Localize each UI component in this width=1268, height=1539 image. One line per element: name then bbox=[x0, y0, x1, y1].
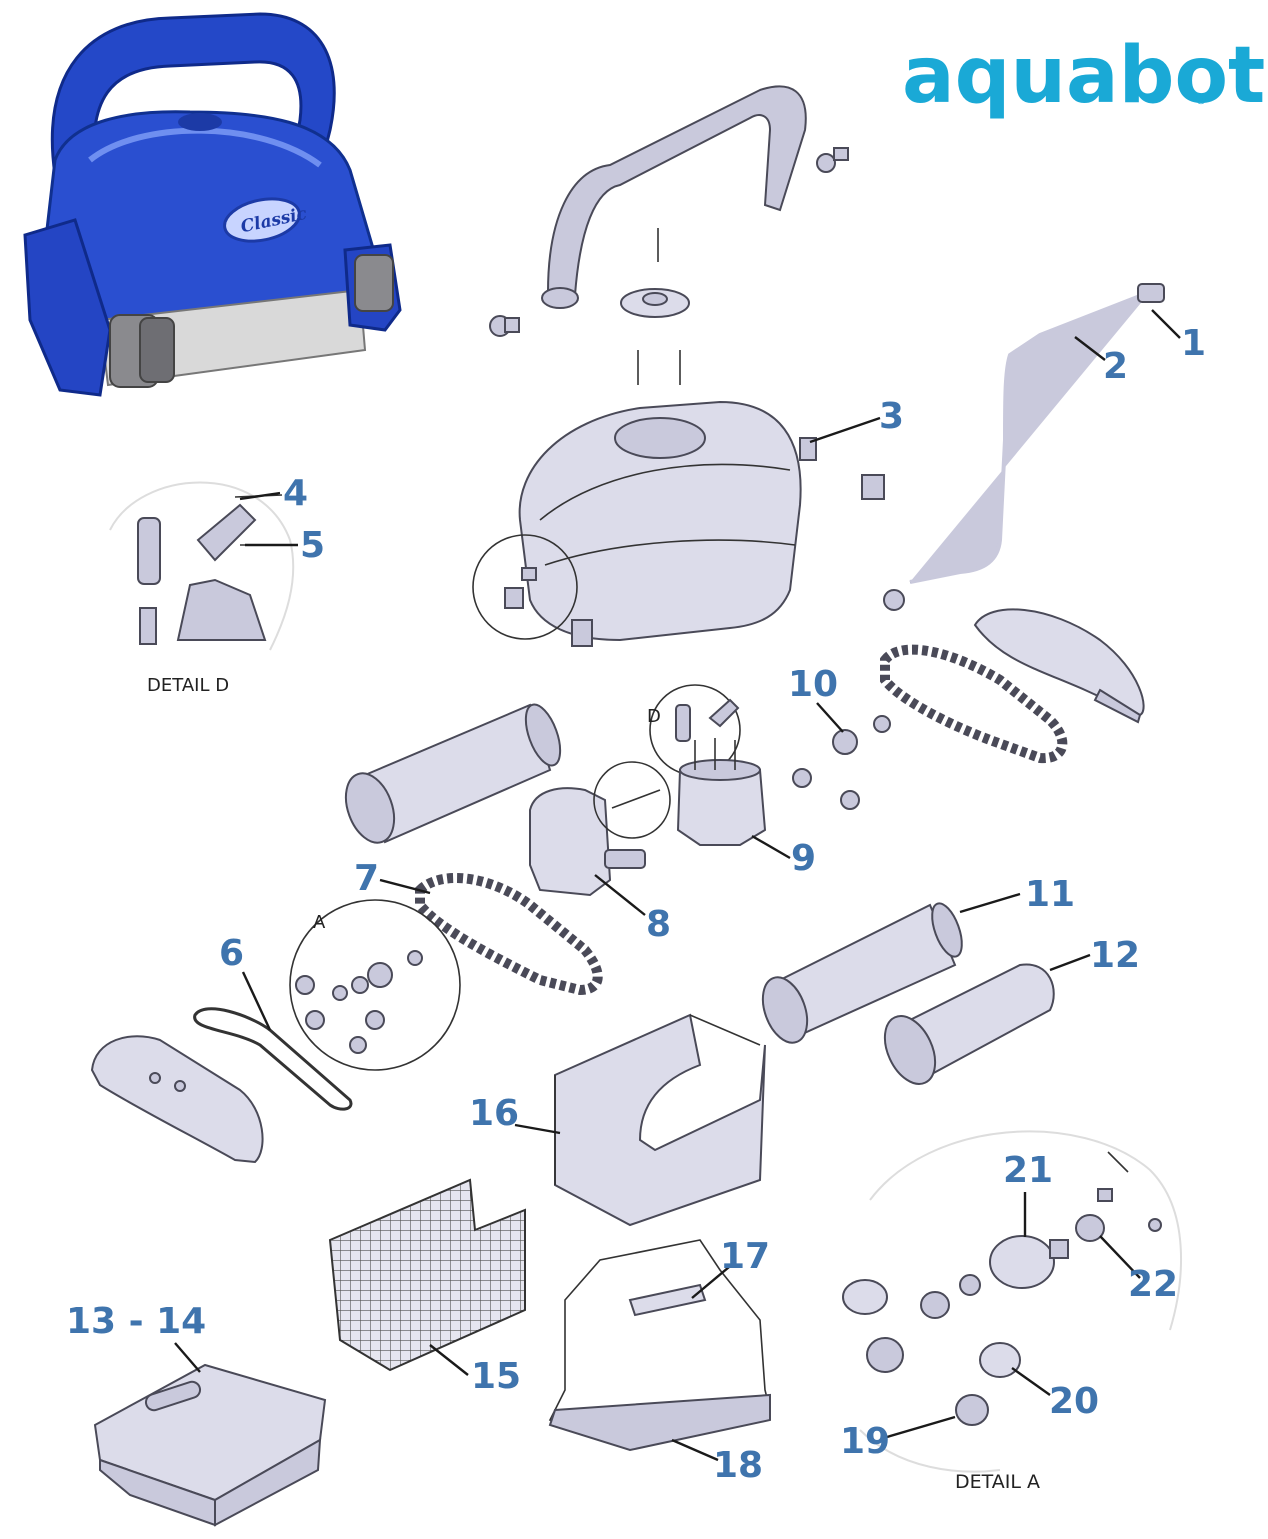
callout-2: 2 bbox=[1103, 346, 1128, 387]
hood-part bbox=[518, 400, 885, 647]
detail-a-caption: DETAIL A bbox=[955, 1471, 1040, 1493]
logo-text: aquabot bbox=[902, 31, 1265, 121]
pump-motor bbox=[529, 761, 671, 897]
callout-11: 11 bbox=[1025, 874, 1075, 915]
callout-20: 20 bbox=[1049, 1381, 1099, 1422]
callout-15: 15 bbox=[471, 1356, 521, 1397]
detail-d-letter: D bbox=[647, 706, 661, 727]
callout-13-14: 13 - 14 bbox=[66, 1301, 206, 1342]
brand-logo: aquabot ® bbox=[902, 31, 1265, 121]
roller-11 bbox=[761, 902, 963, 1044]
callout-labels: 1 2 3 4 5 6 7 8 9 10 11 12 13 - 14 15 16… bbox=[66, 323, 1206, 1486]
callout-10: 10 bbox=[788, 664, 838, 705]
left-roller bbox=[344, 703, 562, 844]
callout-18: 18 bbox=[713, 1445, 763, 1486]
power-supply bbox=[93, 1363, 327, 1527]
callout-22: 22 bbox=[1128, 1264, 1178, 1305]
left-track bbox=[415, 873, 603, 996]
top-cap-part bbox=[620, 228, 690, 385]
filter-frame bbox=[554, 1013, 766, 1227]
bushings-set bbox=[792, 715, 891, 810]
callout-17: 17 bbox=[720, 1236, 770, 1277]
hose-part bbox=[883, 283, 1165, 611]
detail-d-caption: DETAIL D bbox=[147, 675, 229, 696]
callout-21: 21 bbox=[1003, 1150, 1053, 1191]
leader-lines bbox=[174, 309, 1181, 1462]
callout-3: 3 bbox=[879, 396, 904, 437]
right-track bbox=[880, 644, 1068, 764]
detail-a-inset: DETAIL A bbox=[842, 1130, 1183, 1493]
registered-mark: ® bbox=[1194, 92, 1208, 108]
detail-d-inset: DETAIL D bbox=[109, 481, 296, 696]
detail-a-letter: A bbox=[313, 912, 326, 933]
callout-5: 5 bbox=[300, 525, 325, 566]
left-side-plate bbox=[90, 1035, 264, 1164]
callout-19: 19 bbox=[840, 1421, 890, 1462]
callout-6: 6 bbox=[219, 933, 244, 974]
callout-8: 8 bbox=[646, 904, 671, 945]
product-photo: Classic bbox=[23, 12, 402, 397]
callout-1: 1 bbox=[1181, 323, 1206, 364]
callout-7: 7 bbox=[354, 858, 379, 899]
right-side-plate bbox=[973, 608, 1145, 724]
detail-a-small: A bbox=[289, 899, 461, 1071]
callout-16: 16 bbox=[469, 1093, 519, 1134]
handle-part bbox=[489, 85, 849, 337]
roller-cover-12 bbox=[883, 963, 1055, 1085]
callout-9: 9 bbox=[791, 838, 816, 879]
base-frame bbox=[548, 1239, 771, 1452]
callout-12: 12 bbox=[1090, 935, 1140, 976]
motor-housing: D bbox=[647, 684, 767, 846]
drive-belt bbox=[193, 1007, 353, 1111]
filter-basket bbox=[328, 1178, 526, 1372]
callout-4: 4 bbox=[283, 473, 308, 514]
